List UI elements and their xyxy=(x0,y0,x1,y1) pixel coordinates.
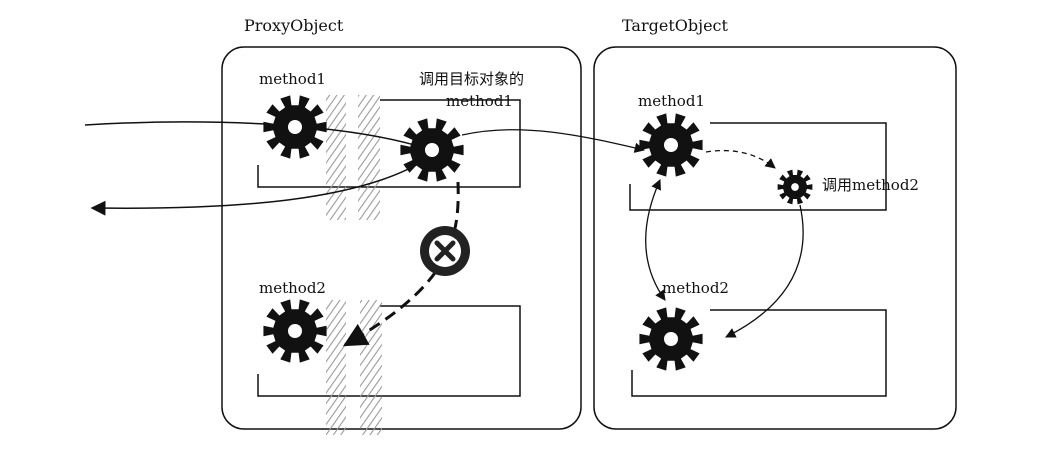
interception-hatch-lower xyxy=(326,300,382,435)
proxy-method2-bracket xyxy=(257,305,521,397)
proxy-object-title: ProxyObject xyxy=(244,16,344,35)
target-method2-gear-icon xyxy=(639,307,703,371)
target-call-method2-gear-icon xyxy=(777,169,813,205)
call-method2-arrow xyxy=(725,204,804,338)
proxy-call-target-gear-icon xyxy=(400,118,464,182)
target-method2-bracket xyxy=(631,309,887,397)
proxy-method2-label: method2 xyxy=(259,279,326,297)
target-method1-label: method1 xyxy=(638,92,705,110)
proxy-call-target-method-label: method1 xyxy=(446,92,513,110)
target-object-title: TargetObject xyxy=(622,16,728,35)
interception-hatch-upper xyxy=(326,95,380,220)
target-method1-gear-icon xyxy=(639,113,703,177)
proxy-method1-label: method1 xyxy=(259,70,326,88)
blocked-x-icon xyxy=(420,226,470,276)
target-inner-call-arrow xyxy=(705,149,776,169)
delegate-to-target-arrow xyxy=(461,129,646,153)
proxy-method2-gear-icon xyxy=(263,299,327,363)
proxy-method1-bracket xyxy=(257,99,521,188)
return-arrow xyxy=(90,159,426,216)
proxy-object-box xyxy=(221,46,582,430)
target-method1-bracket xyxy=(629,122,887,211)
proxy-call-target-label: 调用目标对象的 xyxy=(419,70,525,88)
target-object-box xyxy=(593,46,957,430)
target-call-method2-label: 调用method2 xyxy=(822,176,919,194)
target-method2-label: method2 xyxy=(662,279,729,297)
target-return-arrow xyxy=(644,179,666,301)
proxy-method1-gear-icon xyxy=(263,95,327,159)
